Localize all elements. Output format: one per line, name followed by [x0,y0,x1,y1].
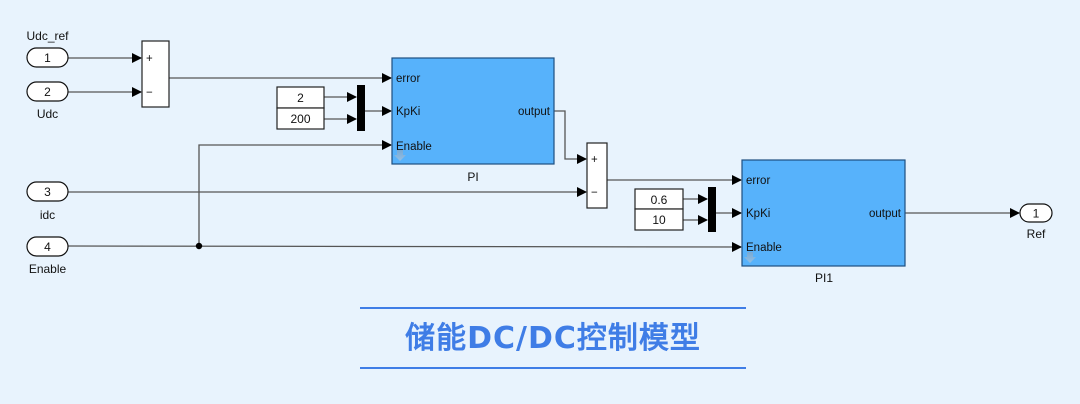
enable-port-icon [744,252,756,263]
port-label-error: error [746,175,770,187]
inport-number: 1 [44,51,51,65]
mux-block-2[interactable] [708,187,716,232]
inport-2[interactable]: 2 Udc [26,81,69,121]
signal-line [554,110,587,164]
inport-1[interactable]: 1 Udc_ref [26,29,69,68]
caption-rule-bottom [360,367,746,369]
inport-number: 2 [44,85,51,99]
enable-port-icon [394,150,406,161]
sum-block-1[interactable]: + − [141,40,170,108]
outport-number: 1 [1033,207,1040,221]
caption-rule-top [360,307,746,309]
signal-line [67,241,742,252]
sum-sign: − [591,187,598,199]
inport-number: 3 [44,185,51,199]
port-label-kpki: KpKi [746,208,770,220]
constant-value: 200 [290,112,310,126]
sum-sign: + [591,154,598,166]
port-label-kpki: KpKi [396,106,420,118]
constant-value: 10 [652,213,666,227]
port-label-output: output [518,106,551,118]
pi-subsystem[interactable]: error KpKi Enable output PI [391,57,555,184]
inport-4[interactable]: 4 Enable [26,236,69,276]
port-label-enable: Enable [746,242,782,254]
constant-ki[interactable]: 200 [276,107,325,130]
sum-sign: + [146,53,153,65]
signal-line [198,140,392,246]
constant-value: 2 [297,91,304,105]
constant-kp[interactable]: 2 [276,86,325,109]
constant-kp-2[interactable]: 0.6 [634,188,684,210]
inport-label: Udc_ref [26,29,69,43]
inport-label: idc [40,208,55,222]
constant-value: 0.6 [651,193,668,207]
outport-1[interactable]: 1 Ref [1019,203,1053,241]
port-label-error: error [396,73,420,85]
port-label-enable: Enable [396,141,432,153]
port-label-output: output [869,208,902,220]
sum-block-2[interactable]: + − [586,142,608,209]
constant-ki-2[interactable]: 10 [634,208,684,231]
subsystem-name: PI [467,170,478,184]
inport-number: 4 [44,240,51,254]
sum-sign: − [146,87,153,99]
inport-3[interactable]: 3 idc [26,181,69,222]
mux-block-1[interactable] [357,85,365,131]
subsystem-name: PI1 [815,271,833,285]
pi1-subsystem[interactable]: error KpKi Enable output PI1 [741,159,906,285]
caption-title: 储能DC/DC控制模型 [405,321,701,356]
inport-label: Enable [29,262,67,276]
branch-point [195,242,203,250]
inport-label: Udc [37,107,58,121]
outport-label: Ref [1027,227,1046,241]
